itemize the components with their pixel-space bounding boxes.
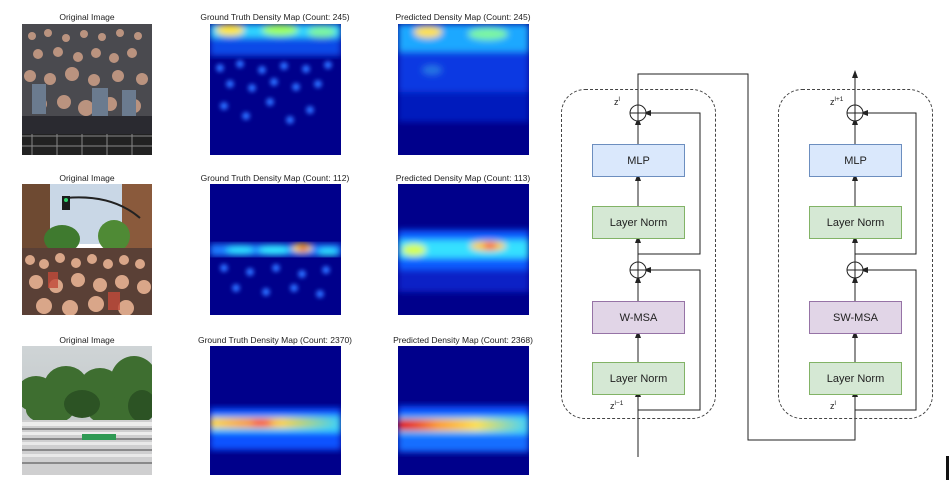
right-layer-norm-bottom-box: Layer Norm <box>809 362 902 395</box>
left-mlp-box: MLP <box>592 144 685 177</box>
left-input-label: zl−1 <box>610 400 624 411</box>
right-mlp-box: MLP <box>809 144 902 177</box>
ground-truth-caption: Ground Truth Density Map (Count: 245) <box>200 12 350 22</box>
right-output-label: zl+1 <box>830 96 844 107</box>
left-layer-norm-top-box: Layer Norm <box>592 206 685 239</box>
predicted-caption: Predicted Density Map (Count: 245) <box>395 12 531 22</box>
ground-truth-density-map-1 <box>210 24 341 155</box>
original-image-caption: Original Image <box>59 335 115 345</box>
predicted-density-map-1 <box>398 24 529 155</box>
right-input-label: zl <box>830 400 836 411</box>
original-image-caption: Original Image <box>59 173 115 183</box>
left-output-label: zl <box>614 96 620 107</box>
ground-truth-density-map-2 <box>210 184 341 315</box>
w-msa-block-container <box>561 89 716 419</box>
right-layer-norm-top-box: Layer Norm <box>809 206 902 239</box>
crowd-photo-concert <box>22 24 152 155</box>
sw-msa-block-container <box>778 89 933 419</box>
predicted-density-map-3 <box>398 346 529 475</box>
sw-msa-box: SW-MSA <box>809 301 902 334</box>
original-image-caption: Original Image <box>59 12 115 22</box>
predicted-caption: Predicted Density Map (Count: 2368) <box>393 335 533 345</box>
ground-truth-caption: Ground Truth Density Map (Count: 112) <box>200 173 350 183</box>
left-layer-norm-bottom-box: Layer Norm <box>592 362 685 395</box>
crowd-photo-park <box>22 346 152 475</box>
crowd-photo-street <box>22 184 152 315</box>
predicted-caption: Predicted Density Map (Count: 113) <box>395 173 531 183</box>
predicted-density-map-2 <box>398 184 529 315</box>
ground-truth-caption: Ground Truth Density Map (Count: 2370) <box>197 335 353 345</box>
ground-truth-density-map-3 <box>210 346 341 475</box>
w-msa-box: W-MSA <box>592 301 685 334</box>
